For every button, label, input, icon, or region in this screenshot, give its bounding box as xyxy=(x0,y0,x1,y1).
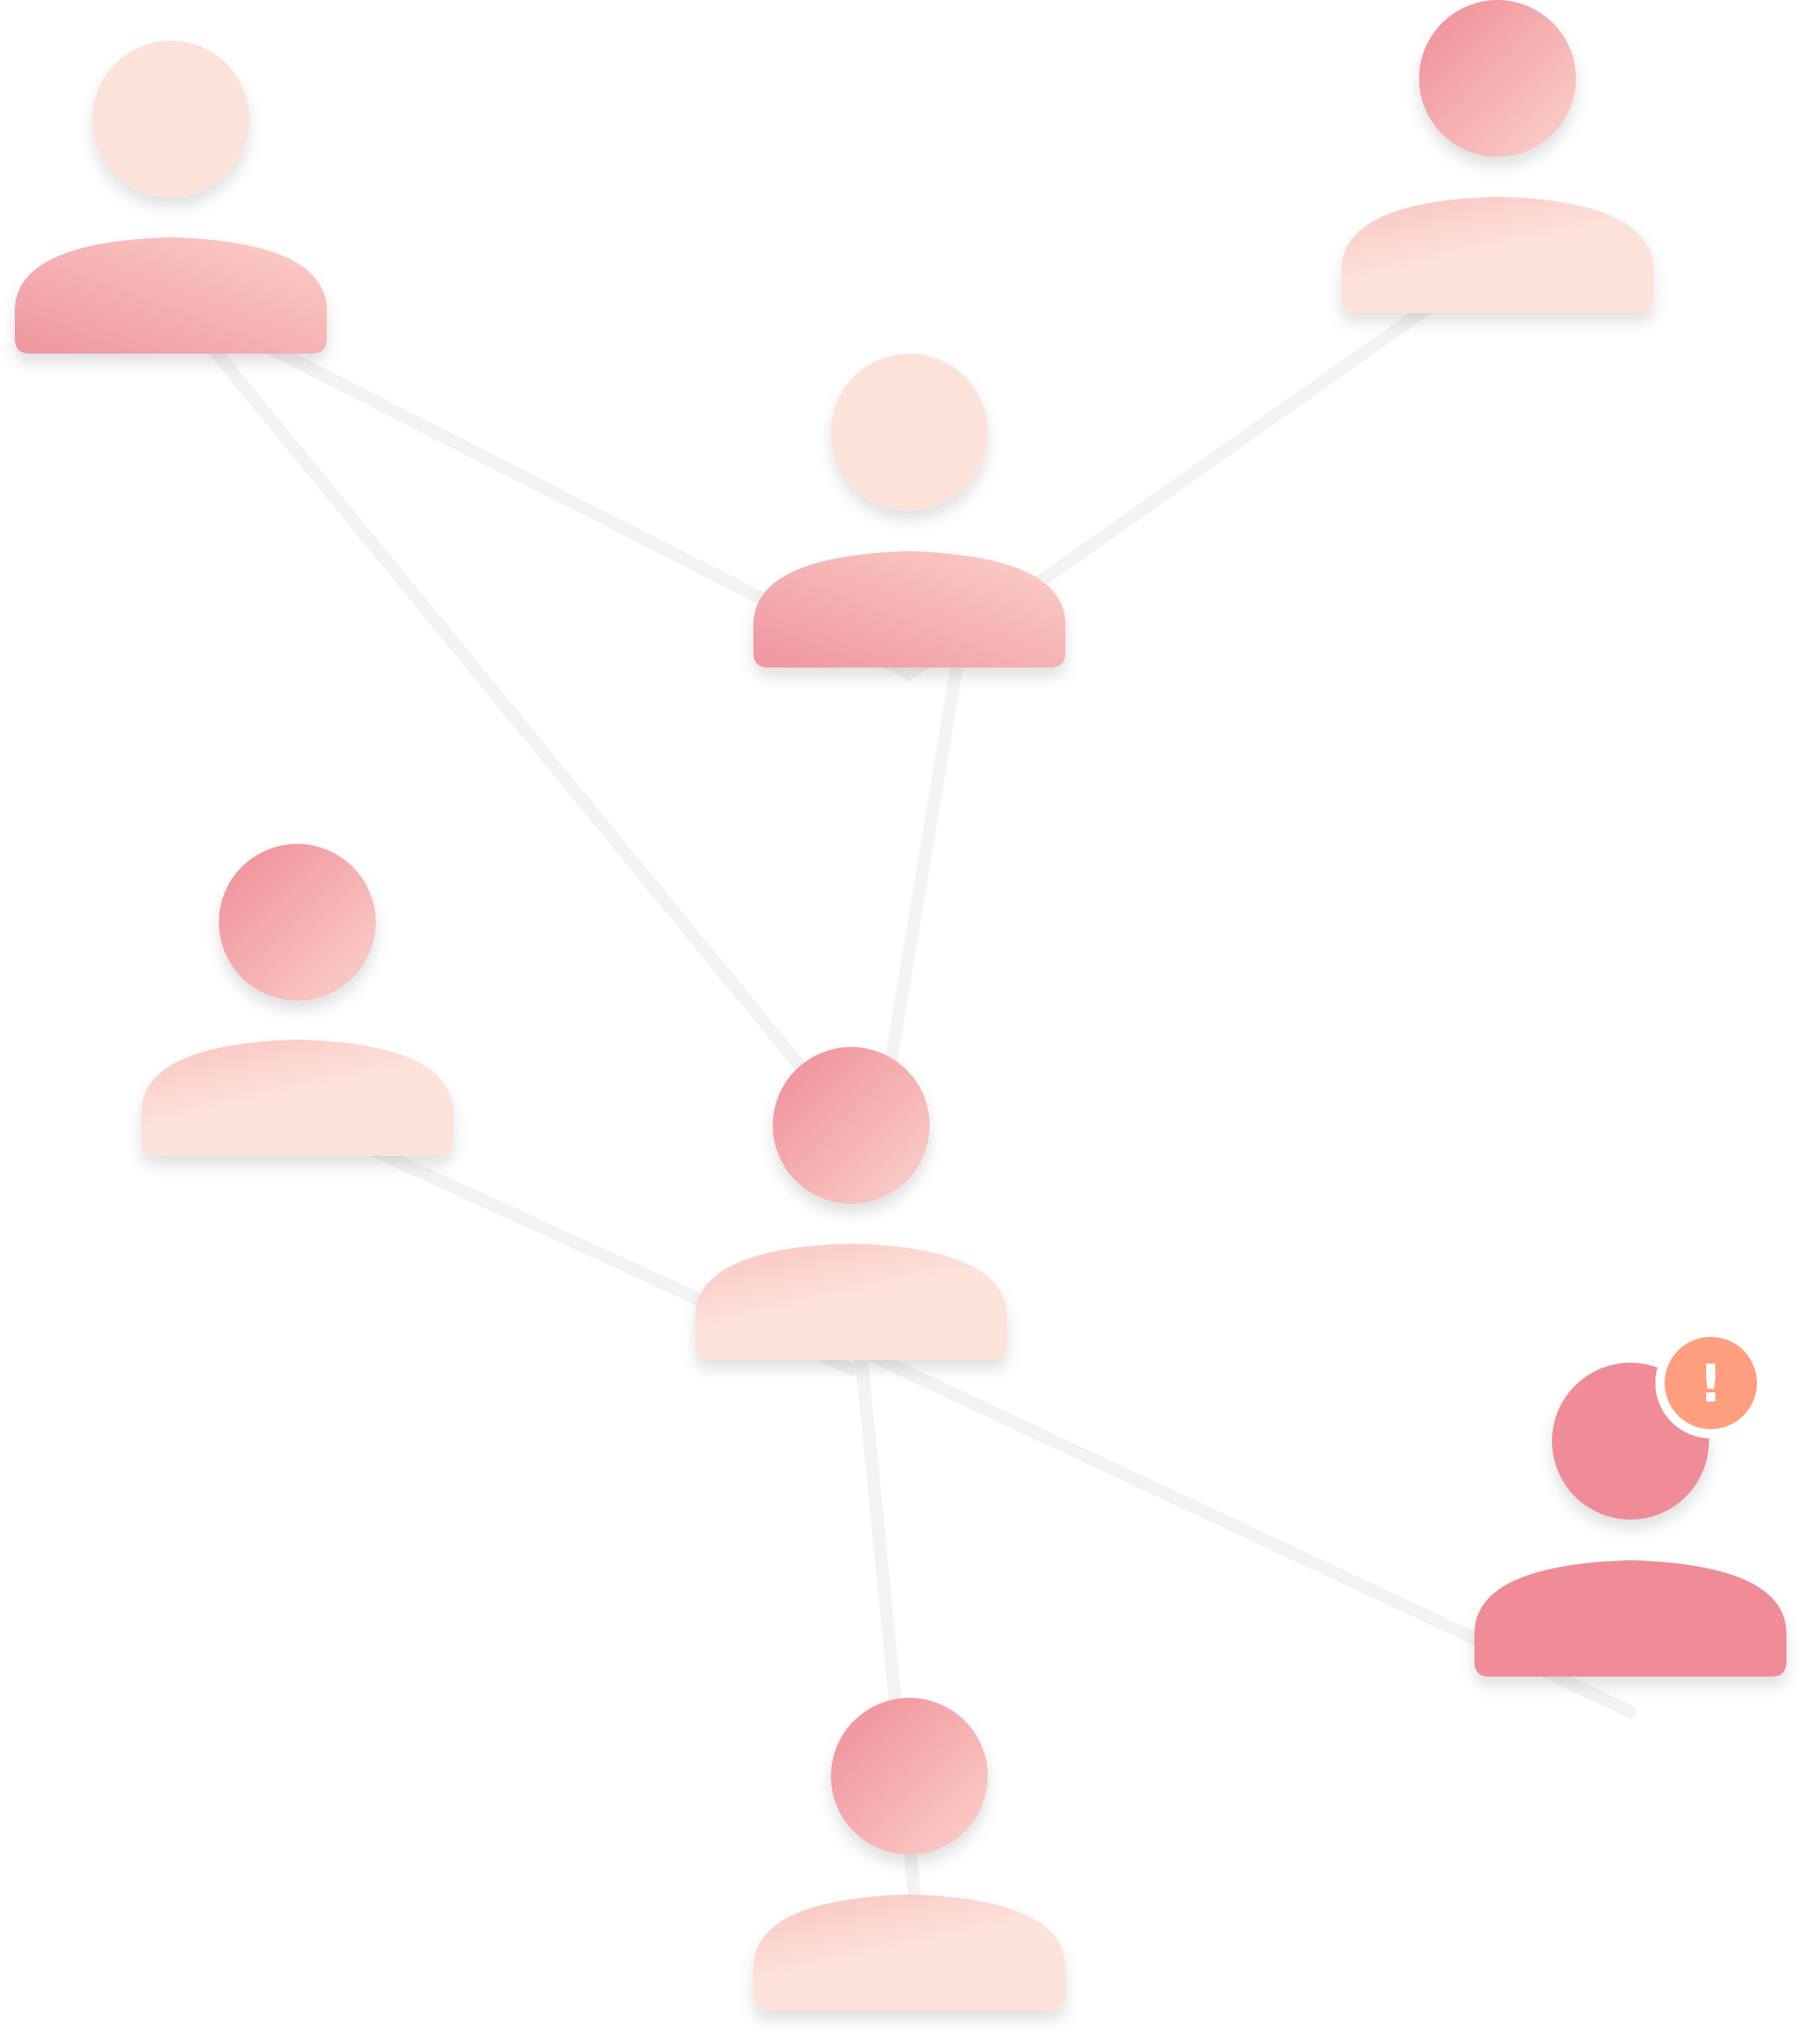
person-body xyxy=(695,1244,1007,1360)
person-head xyxy=(831,1698,988,1855)
person-head xyxy=(831,354,988,511)
person-top-right[interactable] xyxy=(1341,0,1654,313)
edge-center-top-to-hub xyxy=(880,640,967,1096)
person-alert[interactable]: ! xyxy=(1474,1328,1786,1677)
person-head xyxy=(1419,0,1576,157)
person-head xyxy=(92,41,249,198)
edge-top-left-to-hub xyxy=(164,291,856,1133)
alert-badge[interactable]: ! xyxy=(1655,1328,1766,1438)
person-center-top[interactable] xyxy=(753,354,1065,667)
person-bottom[interactable] xyxy=(753,1698,1065,2011)
person-mid-left[interactable] xyxy=(141,844,453,1156)
person-body xyxy=(141,1040,453,1156)
person-body xyxy=(1341,197,1654,313)
person-head xyxy=(773,1047,930,1204)
person-top-left[interactable] xyxy=(15,41,327,354)
alert-badge-fill xyxy=(1665,1337,1757,1429)
exclamation-icon: ! xyxy=(1699,1354,1723,1414)
person-head xyxy=(219,844,376,1001)
person-hub[interactable] xyxy=(695,1047,1007,1360)
person-body xyxy=(15,237,327,354)
person-body xyxy=(753,551,1065,667)
person-body xyxy=(753,1894,1065,2011)
person-body xyxy=(1474,1560,1786,1677)
